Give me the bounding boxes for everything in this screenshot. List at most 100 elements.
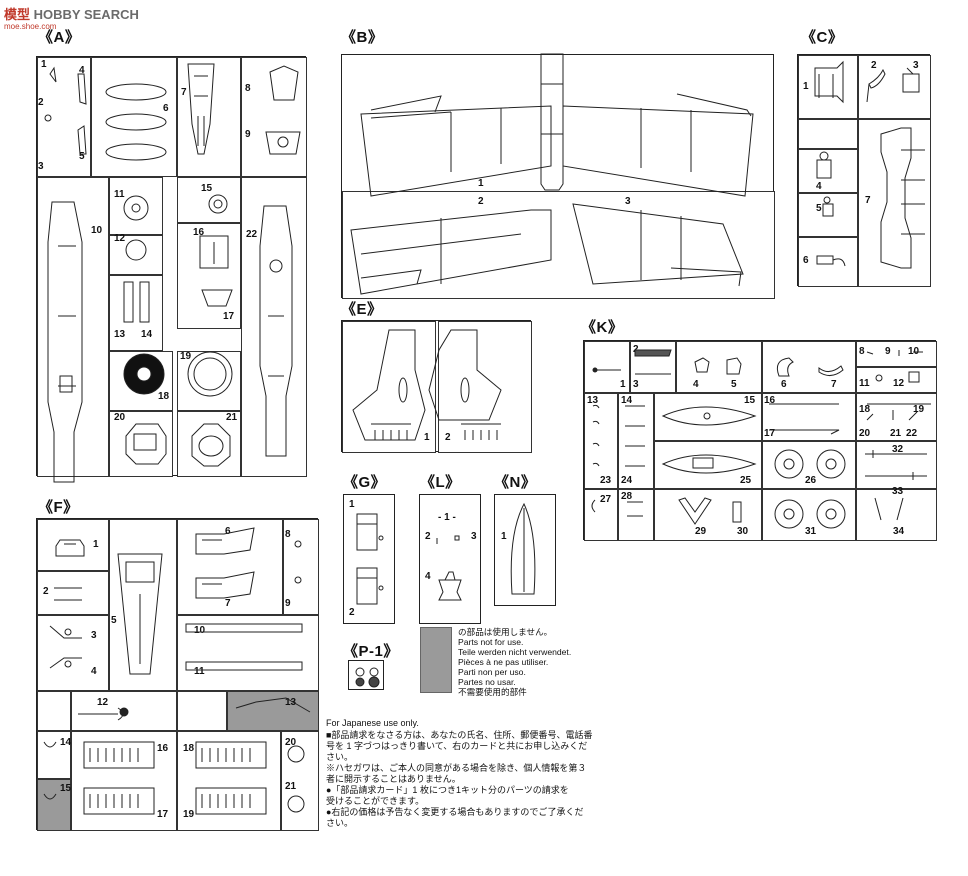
poly-caps-drawing (348, 660, 384, 690)
section-b-title: 《B》 (341, 29, 384, 46)
section-f-title: 《F》 (38, 499, 79, 516)
part-num: 19 (913, 404, 925, 415)
part-num: 11 (194, 666, 205, 677)
part-num: 23 (600, 475, 612, 486)
section-c-title: 《C》 (801, 29, 844, 46)
a-cell-22 (241, 177, 307, 477)
part-num: 13 (285, 697, 297, 708)
unused-legend-en: Parts not for use. (458, 637, 524, 647)
part-num: 4 (693, 379, 699, 390)
k-cell-11-12 (856, 367, 937, 393)
part-num: 7 (181, 87, 187, 98)
part-num: 10 (91, 225, 103, 236)
part-num: 16 (764, 395, 776, 406)
f-cell-empty (37, 691, 71, 731)
part-num: 3 (91, 630, 97, 641)
part-num: 8 (285, 529, 291, 540)
notes-jp-only: For Japanese use only. (326, 718, 419, 728)
part-num: 8 (245, 83, 251, 94)
part-num: 4 (79, 65, 85, 76)
c-cell-5 (798, 193, 858, 237)
watermark-url: moe.shoe.com (4, 22, 57, 31)
wing-fuselage-drawing (341, 54, 774, 298)
part-num: 32 (892, 444, 904, 455)
part-num: 6 (781, 379, 787, 390)
part-num: 5 (111, 615, 117, 626)
part-num: 22 (906, 428, 918, 439)
part-num: 14 (60, 737, 72, 748)
part-num: 1 (620, 379, 626, 390)
part-num: 3 (625, 196, 631, 207)
part-num: 7 (831, 379, 837, 390)
k-cell-26 (762, 441, 856, 489)
section-n-title: 《N》 (494, 474, 537, 491)
part-num: 2 (478, 196, 484, 207)
section-k-parts-drawing (583, 340, 936, 540)
k-cell-8-10 (856, 341, 937, 367)
k-cell-16-17 (762, 393, 856, 441)
part-num: 18 (859, 404, 871, 415)
a-cell-7 (177, 57, 241, 177)
a-cell-15 (177, 177, 241, 223)
watermark-logo: 模型 HOBBY SEARCH (4, 7, 139, 22)
section-c-parts-drawing (797, 54, 930, 286)
section-a-parts-drawing (38, 56, 308, 476)
part-num: 2 (871, 60, 877, 71)
part-num: 11 (114, 189, 125, 200)
part-num: 24 (621, 475, 633, 486)
section-l-frame (419, 494, 481, 624)
section-b-frame (341, 54, 775, 299)
f-cell-15-unused (37, 779, 71, 831)
section-k-frame (583, 340, 937, 541)
part-num: 21 (890, 428, 902, 439)
part-num: 20 (114, 412, 126, 423)
k-cell-29-30 (654, 489, 762, 541)
section-n-frame (494, 494, 556, 606)
part-num: 13 (114, 329, 126, 340)
part-num: 15 (201, 183, 213, 194)
a-cell-6 (91, 57, 177, 177)
section-g-frame (343, 494, 395, 624)
part-num: 8 (859, 346, 865, 357)
section-g-parts-drawing (343, 494, 395, 624)
unused-parts-swatch (420, 627, 452, 693)
part-num: 13 (587, 395, 599, 406)
part-num: 1 (501, 531, 507, 542)
part-num: 31 (805, 526, 817, 537)
f-cell-13-unused (227, 691, 319, 731)
part-num: 33 (892, 486, 904, 497)
part-num: 21 (285, 781, 297, 792)
section-p1-title: 《P-1》 (343, 643, 399, 660)
k-cell-25 (654, 441, 762, 489)
notes-line: 号を 1 字づつはっきり書いて、右のカードと共にお申し込みくだ (326, 741, 588, 751)
part-num: 21 (226, 412, 238, 423)
k-cell-1 (584, 341, 630, 393)
section-a-title: 《A》 (38, 29, 81, 46)
f-cell-6-7 (177, 519, 283, 615)
notes-line: ■部品請求をなさる方は、あなたの氏名、住所、郵便番号、電話番 (326, 730, 593, 740)
part-num: 3 (913, 60, 919, 71)
part-num: 4 (816, 181, 822, 192)
part-num: 18 (158, 391, 170, 402)
a-cell-12 (109, 235, 163, 275)
part-num: 3 (471, 531, 477, 542)
k-cell-14 (618, 393, 654, 489)
part-num: 6 (225, 526, 231, 537)
a-cell-13-14 (109, 275, 163, 351)
c-cell-6 (798, 237, 858, 287)
f-cell-empty-2 (177, 691, 227, 731)
part-num: 1 (803, 81, 809, 92)
part-num: 27 (600, 494, 612, 505)
k-cell-31 (762, 489, 856, 541)
part-num: 2 (43, 586, 49, 597)
part-num: 29 (695, 526, 707, 537)
part-num: 9 (245, 129, 251, 140)
e-cell-1 (342, 321, 436, 453)
c-cell-7 (858, 119, 931, 287)
part-num: 28 (621, 491, 633, 502)
notes-line: さい。 (326, 752, 354, 762)
part-num: 15 (744, 395, 756, 406)
part-num: 20 (285, 737, 297, 748)
k-cell-4-5 (676, 341, 762, 393)
f-cell-20-21 (281, 731, 319, 831)
